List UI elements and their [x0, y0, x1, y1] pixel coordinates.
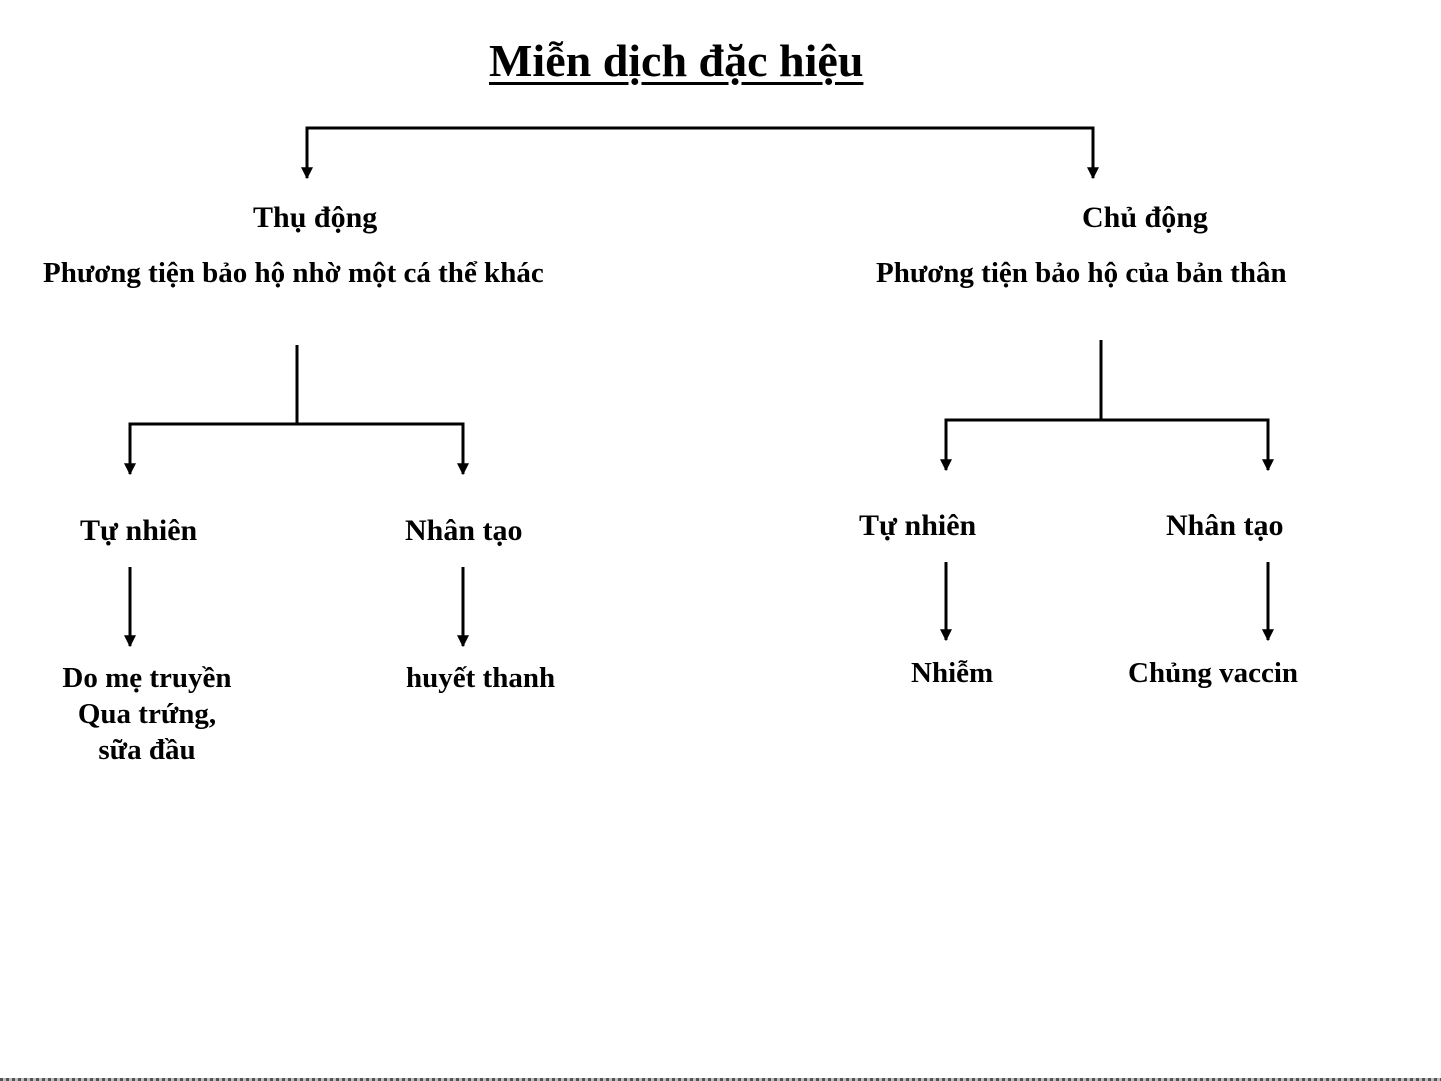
active-bracket — [946, 420, 1268, 470]
passive-artificial-label: Nhân tạo — [405, 516, 523, 546]
passive-artificial-example: huyết thanh — [406, 664, 555, 693]
passive-natural-example-3: sữa đầu — [42, 732, 252, 768]
root-connector — [307, 128, 1093, 178]
active-artificial-example: Chủng vaccin — [1128, 659, 1298, 688]
active-natural-label: Tự nhiên — [859, 511, 976, 541]
active-natural-example: Nhiễm — [911, 659, 993, 688]
active-artificial-label: Nhân tạo — [1166, 511, 1284, 541]
passive-immunity-label: Thụ động — [253, 203, 377, 233]
passive-bracket — [130, 424, 463, 474]
active-immunity-description: Phương tiện bảo hộ của bản thân — [876, 259, 1287, 288]
active-immunity-label: Chủ động — [1082, 203, 1208, 233]
passive-immunity-description: Phương tiện bảo hộ nhờ một cá thể khác — [43, 259, 544, 288]
passive-natural-example-1: Do mẹ truyền — [42, 660, 252, 696]
passive-natural-example-2: Qua trứng, — [42, 696, 252, 732]
passive-natural-examples: Do mẹ truyền Qua trứng, sữa đầu — [42, 660, 252, 768]
passive-natural-label: Tự nhiên — [80, 516, 197, 546]
